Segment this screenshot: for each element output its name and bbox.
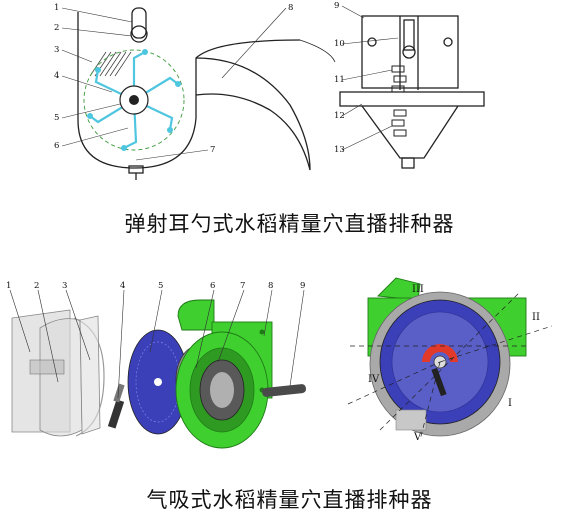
side-view-labels: 9 10 11 12 13 (334, 1, 345, 155)
ear-spoon-front-view (77, 7, 336, 180)
zone-labels: III II IV I V (368, 284, 540, 443)
label-b6: 6 (210, 281, 215, 291)
label-3: 3 (54, 45, 59, 55)
ear-spoon-side-view (339, 15, 485, 169)
zone-V: V (413, 432, 422, 443)
label-b8: 8 (268, 281, 273, 291)
label-2: 2 (54, 23, 59, 33)
label-b7: 7 (240, 281, 245, 291)
label-b9: 9 (300, 281, 305, 291)
label-12: 12 (334, 111, 345, 121)
label-10: 10 (334, 39, 345, 49)
exploded-labels: 1 2 3 4 5 6 7 8 9 (6, 281, 305, 291)
zone-III: III (412, 284, 424, 295)
label-b5: 5 (158, 281, 163, 291)
label-5: 5 (54, 113, 59, 123)
side-view-leaders (341, 5, 399, 151)
label-9: 9 (334, 1, 339, 11)
zone-II: II (532, 312, 540, 323)
label-1: 1 (54, 3, 59, 13)
label-b2: 2 (34, 281, 39, 291)
zone-dashed-lines (347, 291, 553, 441)
front-view-leaders (61, 7, 287, 161)
zone-IV: IV (368, 374, 380, 385)
assembled-zone-view (367, 277, 527, 437)
label-b4: 4 (120, 281, 125, 291)
label-b1: 1 (6, 281, 11, 291)
bottom-figure-caption: 气吸式水稻精量穴直播排种器 (146, 488, 433, 512)
label-6: 6 (54, 141, 59, 151)
front-view-labels: 1 2 3 4 5 6 7 8 (54, 3, 293, 155)
label-13: 13 (334, 145, 345, 155)
side-plate (79, 315, 101, 435)
label-11: 11 (334, 75, 345, 85)
label-7: 7 (210, 145, 215, 155)
label-8: 8 (288, 3, 293, 13)
label-4: 4 (54, 71, 59, 81)
top-figure-caption: 弹射耳勺式水稻精量穴直播排种器 (124, 212, 455, 236)
spoon-disc (83, 49, 185, 151)
exploded-leaders (9, 289, 305, 399)
green-housing-exploded (175, 299, 273, 449)
label-b3: 3 (62, 281, 67, 291)
small-shaft (107, 383, 125, 429)
zone-I: I (508, 398, 512, 409)
handle (262, 384, 307, 397)
